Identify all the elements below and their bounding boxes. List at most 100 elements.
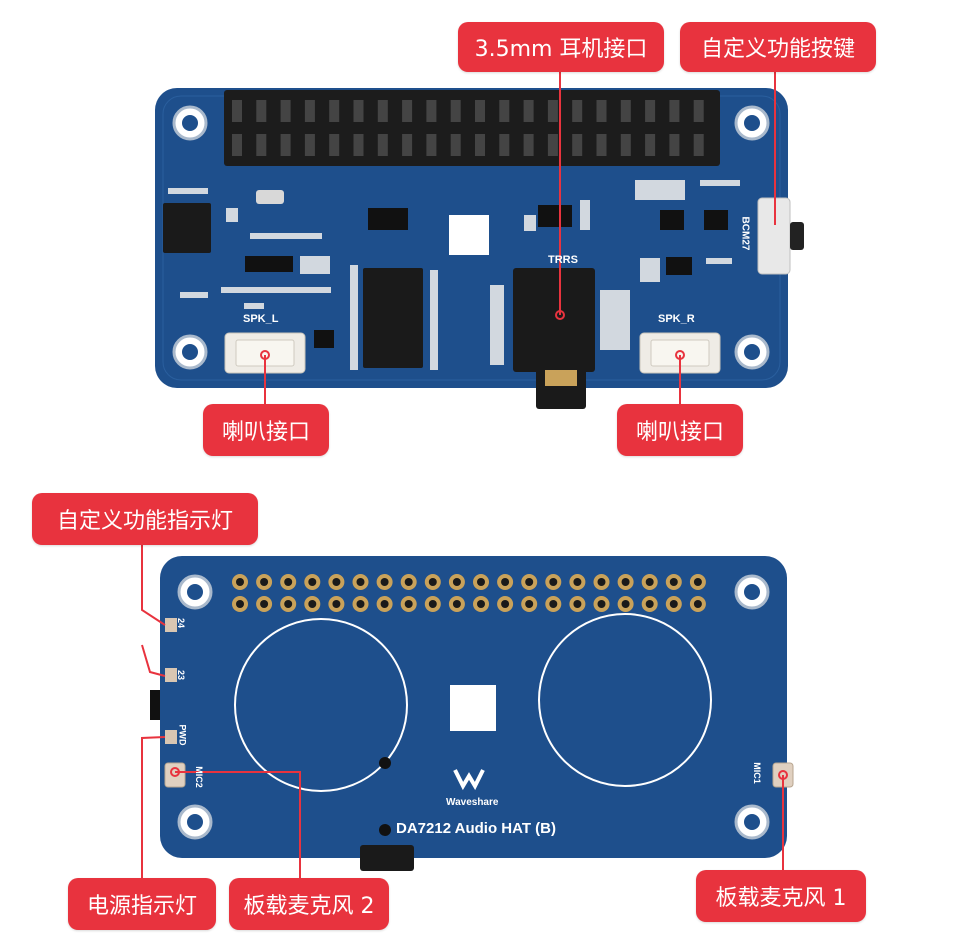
header-pin [426,134,437,156]
header-pin [329,100,340,122]
pin23-silk: 23 [176,669,187,681]
header-pin [645,100,656,122]
header-pin [523,100,534,122]
header-pad-hole [380,578,389,586]
header-pin [402,100,413,122]
spk-r-silk: SPK_R [658,313,695,325]
header-pin [256,134,267,156]
header-pin [232,134,242,156]
header-pin [329,134,340,156]
header-pin [669,100,680,122]
header-pin [523,134,534,156]
header-pin [499,134,510,156]
header-pad-hole [332,578,341,586]
header-pad-hole [380,600,389,608]
header-pad-hole [693,578,702,586]
callout-jack: 3.5mm 耳机接口 [458,22,664,72]
header-pad-hole [525,600,534,608]
callout-speaker-right: 喇叭接口 [617,404,743,456]
header-pin [596,134,607,156]
spk-l-silk: SPK_L [243,313,279,325]
header-pin [547,100,558,122]
callout-power-led: 电源指示灯 [68,878,216,930]
header-pad-hole [356,600,365,608]
product-silk: DA7212 Audio HAT (B) [396,820,557,837]
callout-mic1: 板载麦克风 1 [696,870,866,922]
bottom-board [141,545,794,880]
header-pad-hole [621,578,630,586]
header-pin [256,100,267,122]
header-pin [572,100,583,122]
header-pin [377,134,388,156]
header-pad-hole [549,578,558,586]
header-pad-hole [428,600,437,608]
header-pin [620,134,631,156]
header-pad-hole [573,578,582,586]
header-pad-hole [356,578,365,586]
header-pad-hole [477,578,485,586]
header-pad-hole [597,578,606,586]
pwd-silk: PWD [177,724,188,746]
callout-mic2: 板载麦克风 2 [229,878,389,930]
header-pin [596,100,607,122]
header-pin [353,134,364,156]
header-pad-hole [308,578,317,586]
top-board [155,70,804,409]
header-pin [620,100,631,122]
header-pin [693,100,704,122]
header-pad-hole [284,578,293,586]
header-pad-hole [236,600,244,608]
header-pad-hole [645,578,654,586]
header-pin [402,134,413,156]
header-pad-hole [597,600,606,608]
header-pad-hole [404,600,413,608]
header-pin [669,134,680,156]
header-pin [547,134,558,156]
callout-custom-button: 自定义功能按键 [680,22,876,72]
header-pad-hole [549,600,558,608]
header-pad-hole [236,578,244,586]
header-pad-hole [260,578,269,586]
pin24-silk: 24 [176,617,187,629]
header-pin [475,100,485,122]
header-pad-hole [477,600,485,608]
header-pin [280,100,291,122]
header-pin [450,134,461,156]
header-pin [450,100,461,122]
header-pad-hole [501,578,510,586]
header-pin [280,134,291,156]
header-pad-hole [669,600,678,608]
header-pad-hole [621,600,630,608]
mic1-silk: MIC1 [751,762,762,784]
header-pad-hole [452,578,461,586]
callout-custom-led: 自定义功能指示灯 [32,493,258,545]
header-pin [693,134,704,156]
header-pin [304,134,315,156]
header-pad-hole [404,578,413,586]
header-pin [377,100,388,122]
header-pin [426,100,437,122]
header-pin [304,100,315,122]
callout-speaker-left: 喇叭接口 [203,404,329,456]
header-pad-hole [501,600,510,608]
header-pad-hole [573,600,582,608]
header-pad-hole [260,600,269,608]
mic2-silk: MIC2 [193,766,204,788]
trrs-silk: TRRS [548,254,578,266]
header-pin [499,100,510,122]
header-pad-hole [284,600,293,608]
header-pad-hole [669,578,678,586]
header-pin [645,134,656,156]
header-pin [475,134,485,156]
bcm27-silk: BCM27 [739,216,751,251]
brand-silk: Waveshare [446,797,499,808]
header-pin [353,100,364,122]
header-pin [572,134,583,156]
header-pad-hole [525,578,534,586]
header-pad-hole [693,600,702,608]
header-pad-hole [428,578,437,586]
header-pad-hole [308,600,317,608]
header-pad-hole [645,600,654,608]
header-pad-hole [332,600,341,608]
